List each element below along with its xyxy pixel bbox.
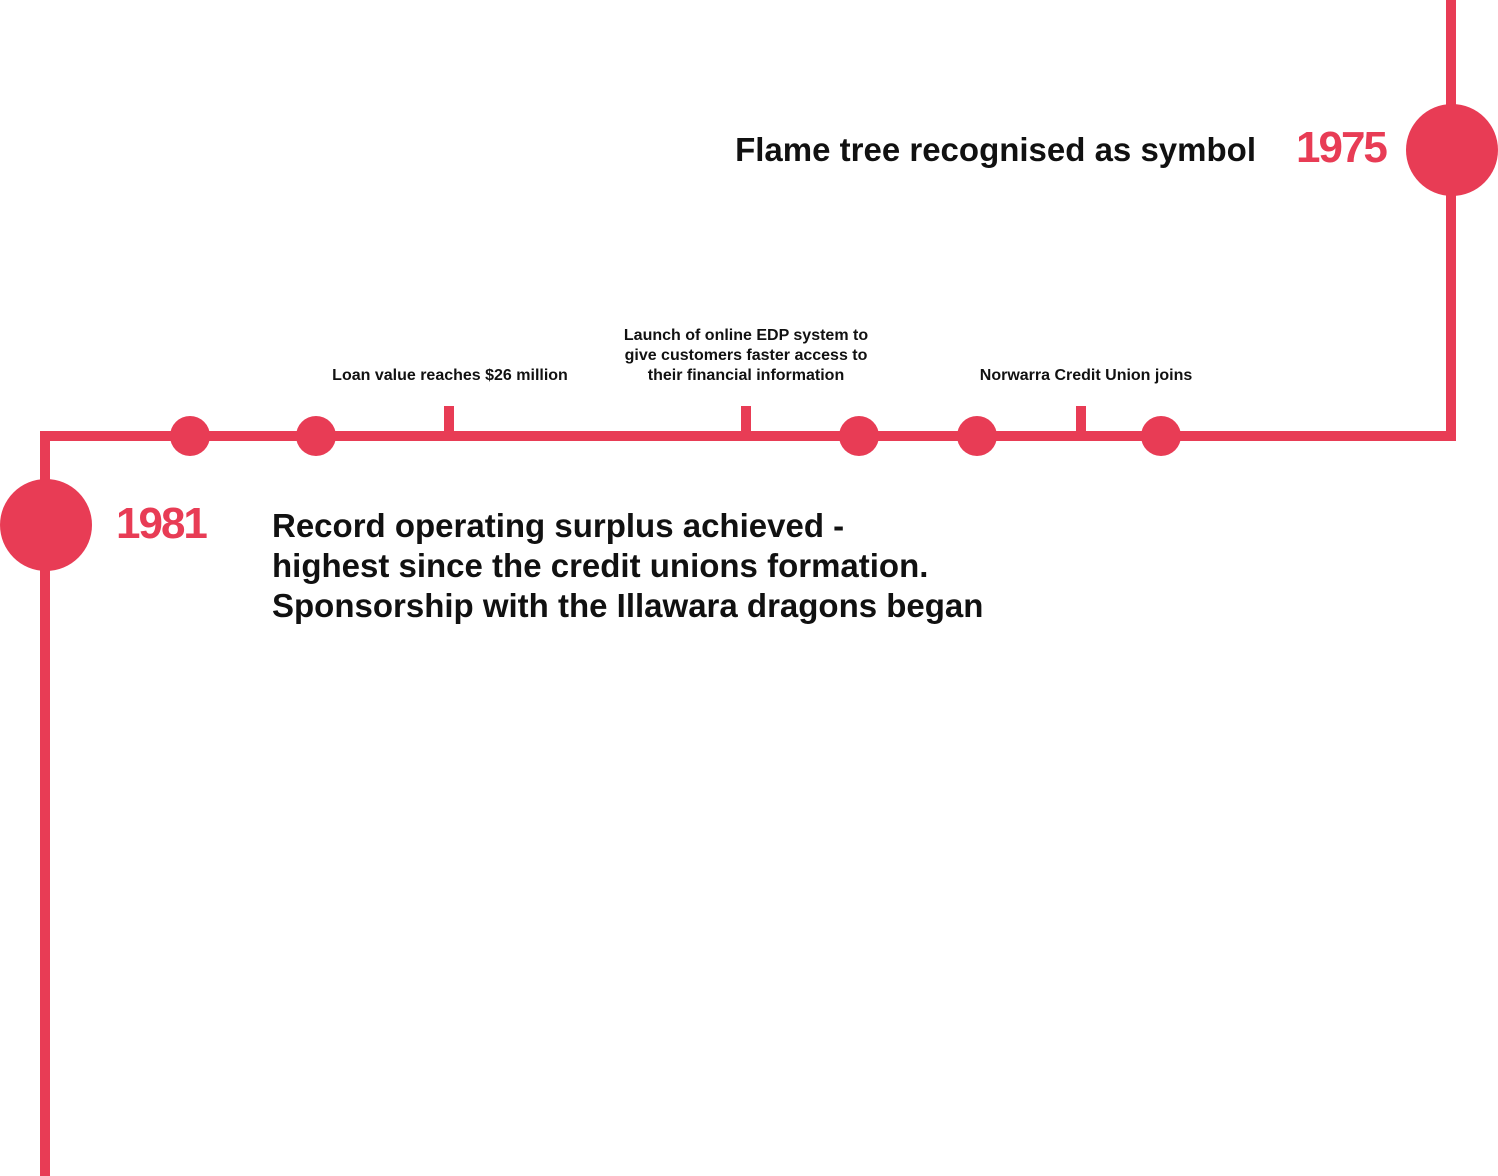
timeline-dot-4[interactable] bbox=[957, 416, 997, 456]
event-label-loan-value: Loan value reaches $26 million bbox=[332, 367, 568, 384]
event-tick-norwarra bbox=[1076, 406, 1086, 434]
event-label-edp-launch: Launch of online EDP system to give cust… bbox=[623, 327, 869, 384]
milestone-1981-line-1: Record operating surplus achieved - bbox=[272, 507, 845, 544]
timeline-dot-3[interactable] bbox=[839, 416, 879, 456]
milestone-1981-year: 1981 bbox=[116, 499, 208, 548]
event-label-norwarra: Norwarra Credit Union joins bbox=[979, 367, 1193, 384]
timeline-line-horizontal bbox=[40, 431, 1456, 441]
milestone-1981-line-2: highest since the credit unions formatio… bbox=[272, 547, 929, 584]
event-tick-loan-value bbox=[444, 406, 454, 434]
milestone-1981-text: Record operating surplus achieved - high… bbox=[272, 506, 983, 626]
milestone-1975-year: 1975 bbox=[1296, 123, 1388, 172]
milestone-marker-1975[interactable] bbox=[1406, 104, 1498, 196]
milestone-marker-1981[interactable] bbox=[0, 479, 92, 571]
timeline-line-top-right-vertical bbox=[1446, 0, 1456, 441]
timeline-dot-5[interactable] bbox=[1141, 416, 1181, 456]
timeline-line-left-vertical bbox=[40, 431, 50, 1176]
timeline-dot-1[interactable] bbox=[170, 416, 210, 456]
timeline-dot-2[interactable] bbox=[296, 416, 336, 456]
milestone-1981-line-3: Sponsorship with the Illawara dragons be… bbox=[272, 587, 984, 624]
event-tick-edp-launch bbox=[741, 406, 751, 434]
milestone-1975-text: Flame tree recognised as symbol bbox=[735, 131, 1256, 168]
